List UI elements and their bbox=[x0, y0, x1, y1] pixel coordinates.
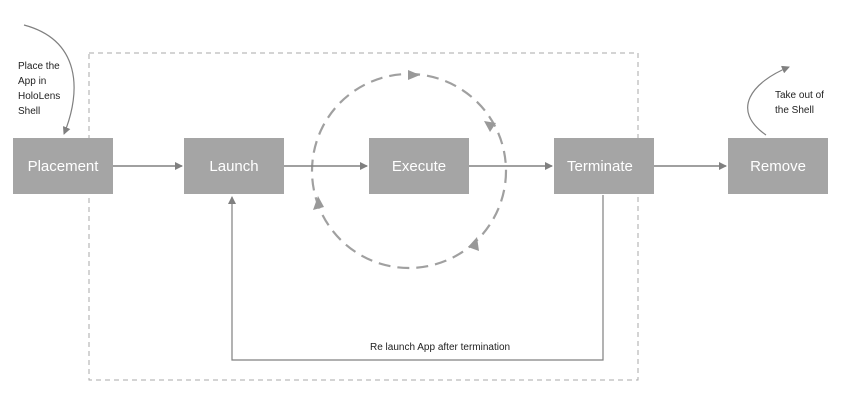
cycle-arrow-right-top-icon bbox=[484, 121, 496, 132]
place-app-note-line: Shell bbox=[18, 106, 41, 117]
cycle-arrow-left-icon bbox=[313, 196, 324, 210]
terminate-stage: Terminate bbox=[554, 138, 654, 194]
relaunch-arrow bbox=[228, 195, 604, 361]
app-boundary bbox=[88, 52, 639, 381]
remove-label: Remove bbox=[750, 157, 806, 175]
terminate-label: Terminate bbox=[567, 157, 633, 175]
execute-label: Execute bbox=[391, 157, 447, 175]
cycle-arrow-right-bottom-icon bbox=[468, 237, 479, 251]
place-app-note-line: HoloLens bbox=[18, 91, 61, 102]
remove-stage: Remove bbox=[728, 138, 828, 194]
place-app-note-line: App in bbox=[18, 76, 47, 87]
take-out-note: Take out of the Shell bbox=[775, 88, 824, 118]
take-out-curve-arrow bbox=[747, 65, 790, 136]
relaunch-note: Re launch App after termination bbox=[370, 340, 510, 355]
launch-label: Launch bbox=[209, 157, 259, 175]
take-out-note-line: the Shell bbox=[775, 105, 814, 116]
place-app-note-line: Place the bbox=[18, 61, 60, 72]
relaunch-note-text: Re launch App after termination bbox=[370, 342, 511, 353]
place-app-curve-arrow bbox=[23, 24, 75, 135]
place-app-note: Place the App in HoloLens Shell bbox=[18, 59, 60, 119]
execute-stage: Execute bbox=[369, 138, 469, 194]
take-out-note-line: Take out of bbox=[775, 90, 824, 101]
cycle-arrow-top-icon bbox=[408, 70, 420, 80]
placement-label: Placement bbox=[27, 157, 99, 175]
launch-stage: Launch bbox=[184, 138, 284, 194]
placement-stage: Placement bbox=[13, 138, 113, 194]
